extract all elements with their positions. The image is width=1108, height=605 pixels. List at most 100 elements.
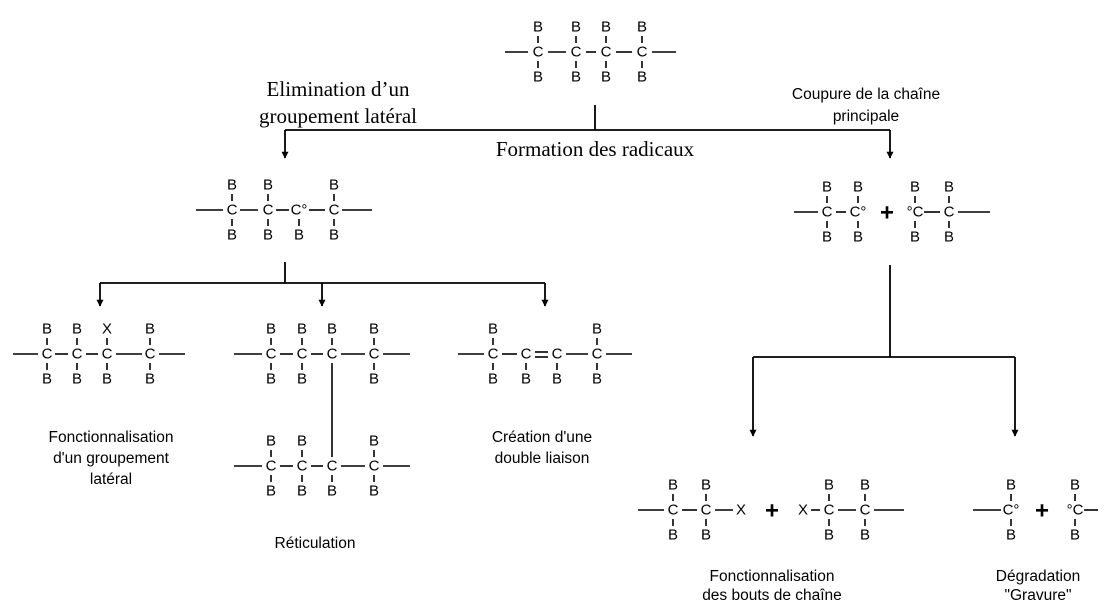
substituent-atom: B — [227, 227, 237, 244]
substituent-atom: B — [266, 371, 276, 388]
carbon-atom: C — [592, 346, 603, 363]
substituent-atom: B — [668, 477, 678, 494]
carbon-atom: C — [327, 346, 338, 363]
substituent-atom: B — [102, 371, 112, 388]
plus-operator: + — [765, 498, 779, 525]
label-degradation-line2: "Gravure" — [1005, 587, 1072, 604]
substituent-atom: B — [1006, 477, 1016, 494]
label-main-chain-scission-line2: principale — [833, 108, 899, 125]
substituent-atom: B — [297, 321, 307, 338]
substituent-atom: B — [266, 321, 276, 338]
substituent-atom: B — [42, 371, 52, 388]
substituent-atom: B — [533, 19, 543, 36]
substituent-atom: B — [263, 177, 273, 194]
functional-group-atom: X — [736, 502, 746, 519]
carbon-atom: C — [533, 44, 544, 61]
label-lateral-elimination-line1: Elimination d’un — [267, 77, 410, 101]
substituent-atom: B — [329, 227, 339, 244]
carbon-atom: C — [552, 346, 563, 363]
substituent-atom: B — [297, 371, 307, 388]
substituent-atom: B — [327, 483, 337, 500]
carbon-atom: C — [263, 202, 274, 219]
carbon-atom: C — [266, 458, 277, 475]
carbon-atom: C — [824, 502, 835, 519]
carbon-atom: C — [369, 346, 380, 363]
substituent-atom: B — [824, 477, 834, 494]
substituent-atom: B — [488, 371, 498, 388]
mechanism-labels: Elimination d’un groupement latéral Coup… — [49, 77, 1081, 604]
substituent-atom: B — [637, 69, 647, 86]
plus-operator: + — [880, 200, 894, 227]
substituent-atom: B — [72, 371, 82, 388]
label-lateral-elimination-line2: groupement latéral — [259, 104, 417, 128]
substituent-atom: B — [369, 483, 379, 500]
functional-group-atom: X — [102, 321, 112, 338]
label-radical-formation: Formation des radicaux — [496, 137, 695, 161]
substituent-atom: B — [521, 371, 531, 388]
substituent-atom: B — [853, 179, 863, 196]
label-side-functionalization-line1: Fonctionnalisation — [49, 429, 174, 446]
carbon-atom: C — [329, 202, 340, 219]
substituent-atom: B — [701, 527, 711, 544]
substituent-atom: B — [297, 483, 307, 500]
carbon-atom: C — [668, 502, 679, 519]
carbon-atom: C — [944, 204, 955, 221]
substituent-atom: B — [1006, 527, 1016, 544]
carbon-atom: C — [822, 204, 833, 221]
substituent-atom: B — [601, 69, 611, 86]
substituent-atom: B — [369, 433, 379, 450]
substituent-atom: B — [860, 527, 870, 544]
substituent-atom: B — [1070, 477, 1080, 494]
substituent-atom: B — [72, 321, 82, 338]
substituent-atom: B — [1070, 527, 1080, 544]
chemical-structures: CBBCBBCBBCBBCBBCBBC°BCBBCBBC°BB+°CBBCBBC… — [13, 19, 1098, 544]
substituent-atom: B — [637, 19, 647, 36]
carbon-atom: C — [571, 44, 582, 61]
carbon-atom: C — [327, 458, 338, 475]
substituent-atom: B — [488, 321, 498, 338]
substituent-atom: B — [329, 177, 339, 194]
substituent-atom: B — [42, 321, 52, 338]
substituent-atom: B — [297, 433, 307, 450]
substituent-atom: B — [327, 321, 337, 338]
plus-operator: + — [1035, 498, 1049, 525]
label-end-functionalization-line2: des bouts de chaîne — [702, 587, 842, 604]
carbon-atom: C — [601, 44, 612, 61]
carbon-atom: C — [72, 346, 83, 363]
substituent-atom: B — [571, 69, 581, 86]
carbon-atom: C — [297, 458, 308, 475]
label-main-chain-scission-line1: Coupure de la chaîne — [792, 86, 940, 103]
radical-carbon-atom: °C — [907, 204, 924, 221]
radical-carbon-atom: C° — [291, 202, 308, 219]
substituent-atom: B — [571, 19, 581, 36]
radical-carbon-atom: C° — [1003, 502, 1020, 519]
functional-group-atom: X — [798, 502, 808, 519]
substituent-atom: B — [910, 229, 920, 246]
carbon-atom: C — [369, 458, 380, 475]
carbon-atom: C — [42, 346, 53, 363]
substituent-atom: B — [601, 19, 611, 36]
substituent-atom: B — [822, 229, 832, 246]
carbon-atom: C — [860, 502, 871, 519]
substituent-atom: B — [944, 179, 954, 196]
substituent-atom: B — [266, 483, 276, 500]
label-double-bond-line2: double liaison — [495, 450, 590, 467]
substituent-atom: B — [266, 433, 276, 450]
substituent-atom: B — [592, 321, 602, 338]
radical-carbon-atom: C° — [850, 204, 867, 221]
substituent-atom: B — [369, 321, 379, 338]
substituent-atom: B — [263, 227, 273, 244]
label-end-functionalization-line1: Fonctionnalisation — [710, 568, 835, 585]
carbon-atom: C — [145, 346, 156, 363]
substituent-atom: B — [944, 229, 954, 246]
substituent-atom: B — [294, 227, 304, 244]
substituent-atom: B — [592, 371, 602, 388]
connector-lines — [96, 105, 1019, 437]
carbon-atom: C — [488, 346, 499, 363]
substituent-atom: B — [853, 229, 863, 246]
substituent-atom: B — [701, 477, 711, 494]
carbon-atom: C — [701, 502, 712, 519]
label-side-functionalization-line3: latéral — [90, 471, 132, 488]
carbon-atom: C — [637, 44, 648, 61]
